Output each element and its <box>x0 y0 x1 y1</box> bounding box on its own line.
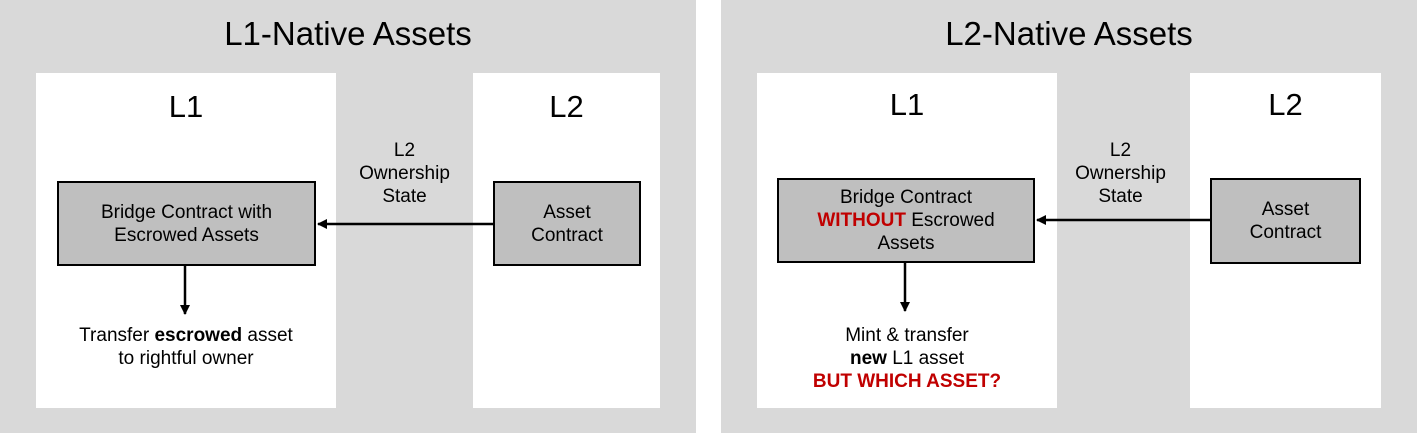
right-l1-label: L1 <box>889 87 925 122</box>
left-panel-title: L1-Native Assets <box>224 15 472 52</box>
right-bridge-line3: Assets <box>877 233 935 254</box>
right-ownership-state-label: L2 Ownership State <box>1075 140 1166 207</box>
left-ownership-state-label: L2 Ownership State <box>359 140 450 207</box>
left-bridge-contract-box: Bridge Contract with Escrowed Assets <box>57 181 316 266</box>
left-l1-label: L1 <box>168 89 204 124</box>
right-result-text: Mint & transfer new L1 asset BUT WHICH A… <box>757 324 1057 393</box>
left-bridge-line1: Bridge Contract with <box>100 201 273 223</box>
left-asset-contract-box: Asset Contract <box>493 181 641 266</box>
left-panel: L1-Native Assets L1 L2 Bridge Contract w… <box>0 0 696 433</box>
right-bridge-contract-box: Bridge Contract WITHOUT Escrowed Assets <box>777 178 1035 263</box>
left-bridge-line2: Escrowed Assets <box>114 224 259 246</box>
left-l2-label: L2 <box>549 89 584 124</box>
left-result-text: Transfer escrowed asset to rightful owne… <box>36 324 336 370</box>
right-bridge-line2: WITHOUT Escrowed <box>817 210 995 231</box>
right-panel-title: L2-Native Assets <box>945 15 1193 52</box>
right-panel: L2-Native Assets L1 L2 Bridge Contract W… <box>721 0 1417 433</box>
left-result-line1: Transfer escrowed asset <box>79 325 293 346</box>
right-result-line3: BUT WHICH ASSET? <box>812 371 1002 392</box>
right-asset-line2: Contract <box>1249 222 1322 243</box>
left-asset-line2: Contract <box>531 224 603 246</box>
right-asset-line1: Asset <box>1261 199 1310 220</box>
right-asset-contract-box: Asset Contract <box>1210 178 1361 264</box>
right-l2-label: L2 <box>1268 87 1303 122</box>
left-result-line2: to rightful owner <box>118 348 254 369</box>
right-result-line2: new L1 asset <box>849 348 965 369</box>
right-bridge-line1: Bridge Contract <box>839 187 972 208</box>
left-asset-line1: Asset <box>543 201 591 223</box>
right-result-line1: Mint & transfer <box>845 325 969 346</box>
